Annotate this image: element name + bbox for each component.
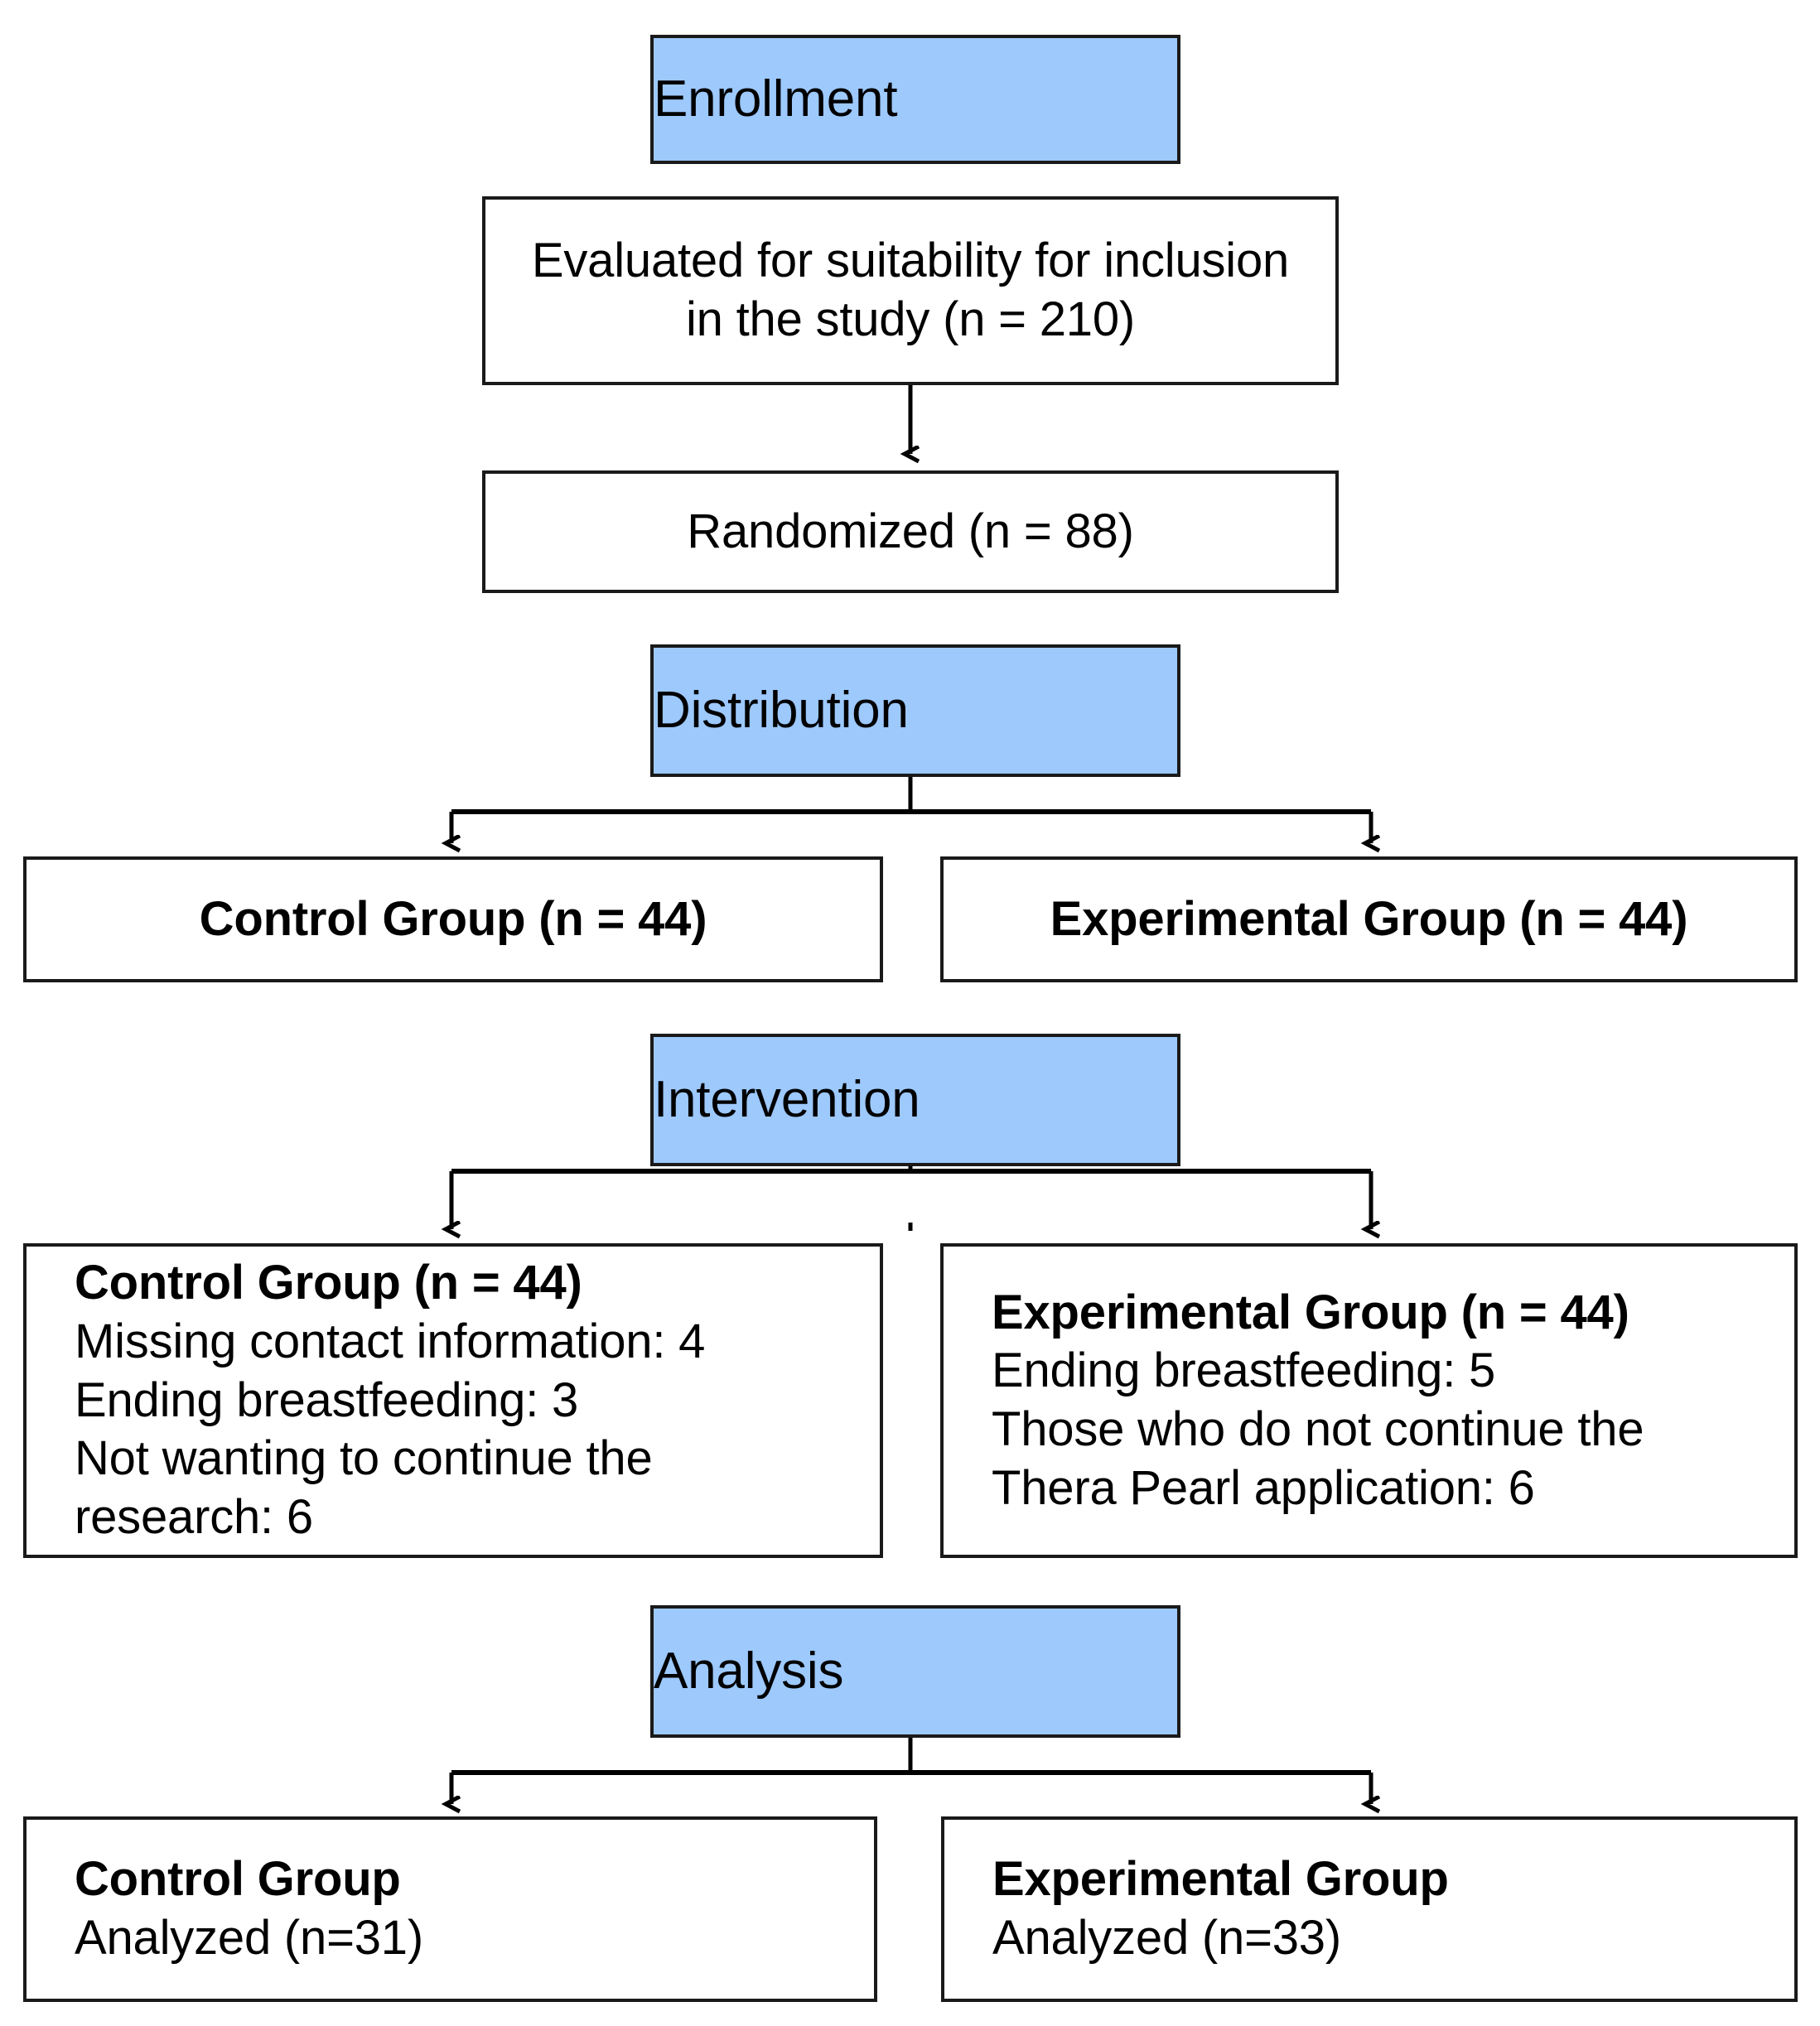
- randomized-line-1: Randomized (n = 88): [687, 504, 1134, 558]
- intervention-control-heading: Control Group (n = 44): [75, 1256, 582, 1310]
- intervention-control-line-4: research: 6: [75, 1490, 313, 1545]
- analysis-control-line-1: Analyzed (n=31): [75, 1911, 423, 1965]
- box-analysis-control-group: Control Group Analyzed (n=31): [23, 1816, 877, 2002]
- branch-distribution: [451, 777, 1371, 843]
- stage-label-enrollment: Enrollment: [654, 70, 898, 128]
- box-intervention-experimental-group: Experimental Group (n = 44) Ending breas…: [940, 1243, 1798, 1558]
- distribution-control-label: Control Group (n = 44): [199, 891, 707, 946]
- box-evaluated-for-suitability: Evaluated for suitability for inclusion …: [482, 196, 1339, 385]
- stage-header-intervention: Intervention: [650, 1034, 1180, 1166]
- box-distribution-experimental-group: Experimental Group (n = 44): [940, 856, 1798, 982]
- intervention-experimental-line-3: Thera Pearl application: 6: [992, 1460, 1535, 1515]
- stage-label-intervention: Intervention: [654, 1070, 920, 1128]
- evaluated-line-1: Evaluated for suitability for inclusion: [531, 234, 1290, 288]
- intervention-control-line-3: Not wanting to continue the: [75, 1431, 653, 1486]
- stage-label-analysis: Analysis: [654, 1642, 844, 1700]
- evaluated-line-2: in the study (n = 210): [685, 292, 1136, 346]
- analysis-experimental-line-1: Analyzed (n=33): [992, 1911, 1341, 1965]
- branch-analysis: [451, 1738, 1371, 1804]
- analysis-control-heading: Control Group: [75, 1852, 401, 1907]
- intervention-control-line-1: Missing contact information: 4: [75, 1314, 706, 1368]
- stage-header-enrollment: Enrollment: [650, 35, 1180, 164]
- box-distribution-control-group: Control Group (n = 44): [23, 856, 883, 982]
- stage-header-analysis: Analysis: [650, 1605, 1180, 1738]
- distribution-experimental-label: Experimental Group (n = 44): [1050, 891, 1688, 946]
- box-intervention-control-group: Control Group (n = 44) Missing contact i…: [23, 1243, 883, 1558]
- intervention-experimental-line-1: Ending breastfeeding: 5: [992, 1343, 1496, 1398]
- intervention-experimental-heading: Experimental Group (n = 44): [992, 1285, 1629, 1339]
- box-randomized: Randomized (n = 88): [482, 470, 1339, 593]
- stage-header-distribution: Distribution: [650, 644, 1180, 777]
- stage-label-distribution: Distribution: [654, 681, 909, 739]
- intervention-experimental-line-2: Those who do not continue the: [992, 1402, 1644, 1456]
- box-analysis-experimental-group: Experimental Group Analyzed (n=33): [941, 1816, 1798, 2002]
- analysis-experimental-heading: Experimental Group: [992, 1852, 1449, 1907]
- intervention-control-line-2: Ending breastfeeding: 3: [75, 1372, 579, 1427]
